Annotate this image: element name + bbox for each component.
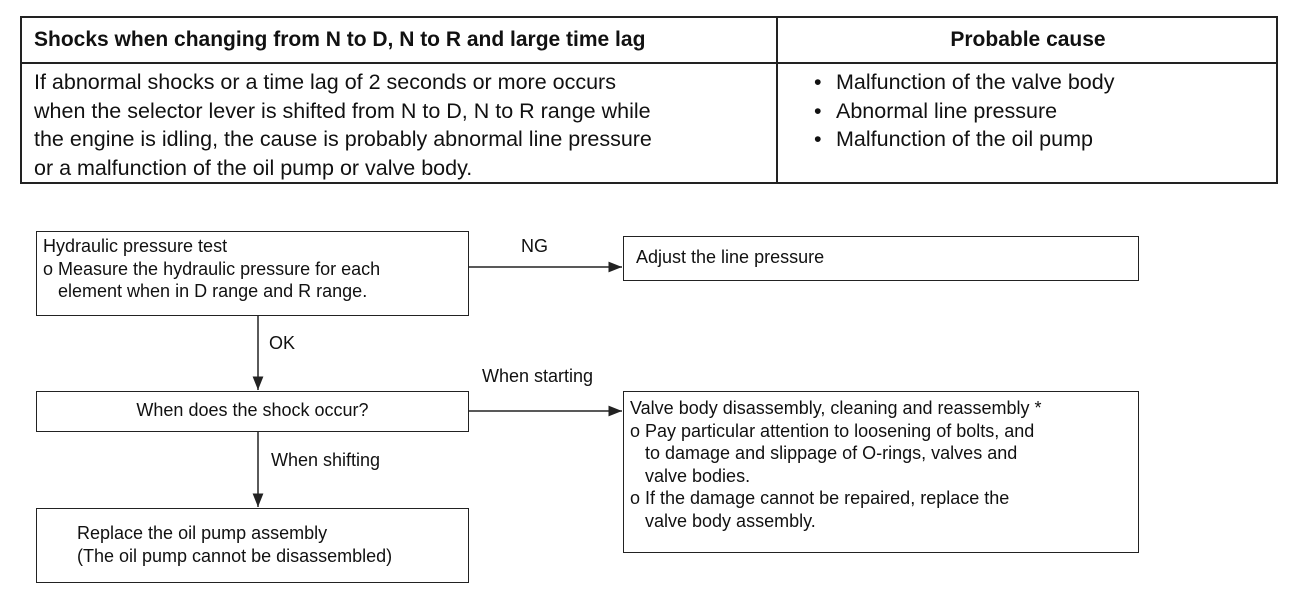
valve-step-cont: valve bodies. [645, 465, 751, 486]
ok-label: OK [269, 333, 296, 353]
ng-label: NG [521, 236, 548, 256]
hydraulic-test-step-cont: element when in D range and R range. [58, 281, 368, 301]
description-line: when the selector lever is shifted from … [34, 98, 651, 123]
question-text: When does the shock occur? [136, 400, 369, 420]
hydraulic-test-step: o Measure the hydraulic pressure for eac… [43, 258, 381, 279]
table-header-row [22, 18, 1276, 64]
valve-step-cont: to damage and slippage of O-rings, valve… [645, 443, 1018, 463]
symptom-description: If abnormal shocks or a time lag of 2 se… [34, 68, 774, 182]
valve-step: o If the damage cannot be repaired, repl… [630, 488, 1010, 508]
hydraulic-pressure-test-box: Hydraulic pressure test o Measure the hy… [36, 231, 469, 316]
valve-title: Valve body disassembly, cleaning and rea… [630, 398, 1042, 418]
replace-note: (The oil pump cannot be disassembled) [77, 545, 393, 566]
cause-item: Abnormal line pressure [814, 97, 1114, 126]
cause-item: Malfunction of the valve body [814, 68, 1114, 97]
when-shifting-label: When shifting [271, 450, 381, 470]
symptom-table: Shocks when changing from N to D, N to R… [20, 16, 1278, 184]
description-line: the engine is idling, the cause is proba… [34, 127, 652, 151]
cause-item: Malfunction of the oil pump [814, 125, 1114, 154]
table-column-divider [776, 18, 778, 182]
symptom-header: Shocks when changing from N to D, N to R… [34, 28, 646, 51]
replace-text: Replace the oil pump assembly [77, 523, 328, 543]
description-line: or a malfunction of the oil pump or valv… [34, 155, 473, 180]
description-line: If abnormal shocks or a time lag of 2 se… [34, 70, 616, 94]
replace-oil-pump-box: Replace the oil pump assembly (The oil p… [36, 508, 469, 583]
shock-timing-question-box: When does the shock occur? [36, 391, 469, 432]
probable-cause-header: Probable cause [950, 28, 1106, 51]
when-starting-label: When starting [482, 366, 594, 386]
valve-step-cont: valve body assembly. [645, 510, 816, 531]
valve-step: o Pay particular attention to loosening … [630, 420, 1035, 441]
valve-body-service-box: Valve body disassembly, cleaning and rea… [623, 391, 1139, 553]
hydraulic-test-title: Hydraulic pressure test [43, 236, 228, 256]
adjust-line-pressure-box: Adjust the line pressure [623, 236, 1139, 281]
adjust-text: Adjust the line pressure [636, 247, 825, 267]
cause-list: Malfunction of the valve body Abnormal l… [814, 68, 1114, 154]
